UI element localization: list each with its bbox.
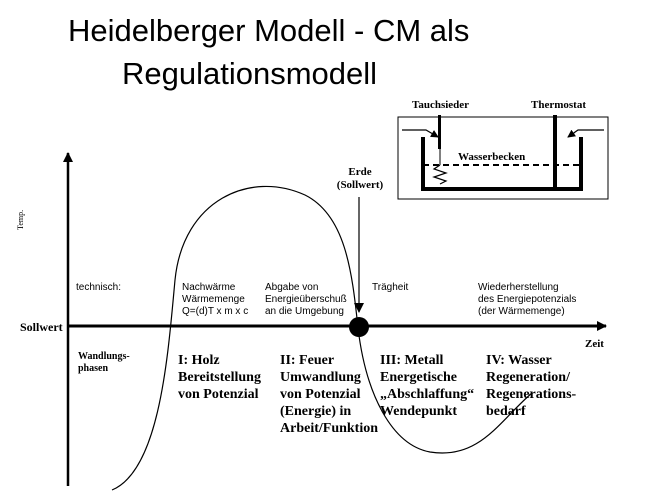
phase-3-line-4: Wendepunkt xyxy=(380,404,458,419)
technical-col-3: Trägheit xyxy=(372,282,408,294)
technical-col-1: Nachwärme Wärmemenge Q=(d)T x m x c xyxy=(182,282,248,318)
phase-1-line-2: Bereitstellung xyxy=(178,370,261,385)
technical-col-1-line-3: Q=(d)T x m x c xyxy=(182,306,249,317)
phase-1-line-1: I: Holz xyxy=(178,353,220,368)
y-axis-label: Temp. xyxy=(16,209,25,230)
title-line-2: Regulationsmodell xyxy=(122,56,378,91)
wasserbecken-label: Wasserbecken xyxy=(458,151,526,163)
wandlungsphasen-label: Wandlungs- phasen xyxy=(78,351,130,375)
phase-2-line-5: Arbeit/Funktion xyxy=(280,421,379,436)
temperature-curve xyxy=(111,185,533,491)
heating-coil xyxy=(432,164,448,185)
phase-4: IV: Wasser Regeneration/ Regenerations- … xyxy=(486,352,576,420)
phase-2-line-2: Umwandlung xyxy=(280,370,361,385)
zeit-label: Zeit xyxy=(585,338,604,350)
sollwert-point xyxy=(349,317,369,337)
technical-col-3-line-1: Trägheit xyxy=(372,282,409,293)
phase-3-line-3: „Abschlaffung“ xyxy=(380,387,475,402)
phase-3-line-2: Energetische xyxy=(380,370,457,385)
technical-col-4-line-3: (der Wärmemenge) xyxy=(478,306,565,317)
phase-4-line-3: Regenerations- xyxy=(486,387,577,402)
phase-4-line-1: IV: Wasser xyxy=(486,353,552,368)
technical-col-1-line-1: Nachwärme xyxy=(182,282,236,293)
phase-2-line-1: II: Feuer xyxy=(280,353,335,368)
phase-3: III: Metall Energetische „Abschlaffung“ … xyxy=(380,352,474,420)
technical-col-2-line-3: an die Umgebung xyxy=(265,306,344,317)
left-inlet-arrow xyxy=(402,129,439,138)
technical-col-4: Wiederherstellung des Energiepotenzials … xyxy=(478,282,576,318)
thermostat-label: Thermostat xyxy=(531,99,586,111)
title-line-1: Heidelberger Modell - CM als xyxy=(68,13,470,48)
wandlungsphasen-line-2: phasen xyxy=(78,363,109,374)
technical-col-2-line-1: Abgabe von xyxy=(265,282,319,293)
water-tank xyxy=(421,137,583,191)
phase-4-line-2: Regeneration/ xyxy=(486,370,570,385)
sollwert-label: Sollwert xyxy=(20,320,63,334)
phase-4-line-4: bedarf xyxy=(486,404,526,419)
tauchsieder-label: Tauchsieder xyxy=(412,99,470,111)
technisch-label: technisch: xyxy=(76,282,122,293)
technical-col-2: Abgabe von Energieüberschuß an die Umgeb… xyxy=(265,282,347,318)
technical-col-1-line-2: Wärmemenge xyxy=(182,294,245,305)
wandlungsphasen-line-1: Wandlungs- xyxy=(78,351,130,362)
erde-label-line-1: Erde xyxy=(348,166,372,178)
thermostat-rod xyxy=(553,115,557,187)
erde-label-line-2: (Sollwert) xyxy=(336,179,384,191)
phase-3-line-1: III: Metall xyxy=(380,353,444,368)
phase-2-line-4: (Energie) in xyxy=(280,404,352,419)
right-inlet-arrow xyxy=(567,129,604,138)
tauchsieder-rod xyxy=(438,115,441,149)
technical-col-2-line-2: Energieüberschuß xyxy=(265,294,347,305)
technical-col-4-line-2: des Energiepotenzials xyxy=(478,294,577,305)
technical-col-4-line-1: Wiederherstellung xyxy=(478,282,559,293)
erde-label: Erde (Sollwert) xyxy=(320,166,400,192)
phase-1-line-3: von Potenzial xyxy=(178,387,259,402)
phase-1: I: Holz Bereitstellung von Potenzial xyxy=(178,352,261,403)
phase-2: II: Feuer Umwandlung von Potenzial (Ener… xyxy=(280,352,378,437)
phase-2-line-3: von Potenzial xyxy=(280,387,361,402)
